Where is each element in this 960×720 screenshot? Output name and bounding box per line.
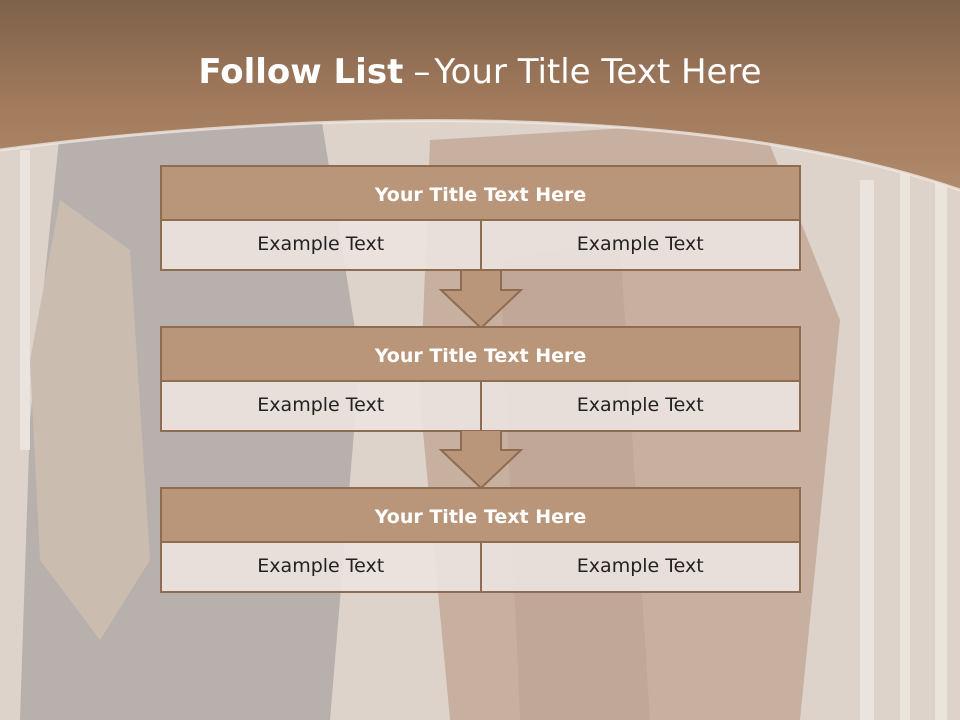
step-block-1[interactable]: Your Title Text Here Example Text Exampl…	[160, 165, 801, 271]
step-title-3: Your Title Text Here	[160, 487, 801, 543]
title-bold: Follow List	[198, 52, 404, 92]
down-arrow-icon	[439, 270, 523, 330]
step-2-left-text: Example Text	[160, 382, 482, 432]
header-band	[0, 0, 960, 192]
down-arrow-icon	[439, 430, 523, 490]
step-block-3[interactable]: Your Title Text Here Example Text Exampl…	[160, 487, 801, 593]
step-title-2: Your Title Text Here	[160, 326, 801, 382]
title-rest: Your Title Text Here	[434, 52, 762, 92]
title-dash: –	[413, 52, 431, 92]
step-1-right-text: Example Text	[481, 221, 801, 271]
step-1-left-text: Example Text	[160, 221, 482, 271]
step-3-right-text: Example Text	[481, 543, 801, 593]
step-2-right-text: Example Text	[481, 382, 801, 432]
step-block-2[interactable]: Your Title Text Here Example Text Exampl…	[160, 326, 801, 432]
slide-title: Follow List–Your Title Text Here	[0, 52, 960, 92]
step-title-1: Your Title Text Here	[160, 165, 801, 221]
step-3-left-text: Example Text	[160, 543, 482, 593]
